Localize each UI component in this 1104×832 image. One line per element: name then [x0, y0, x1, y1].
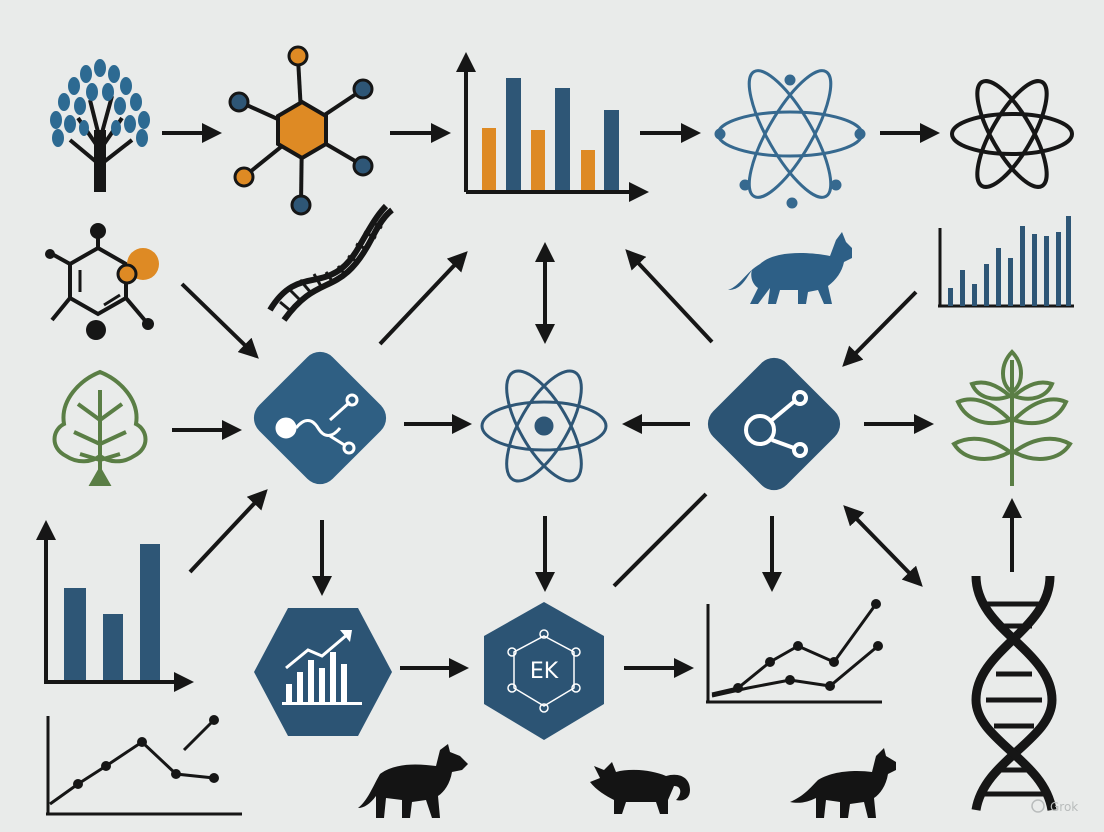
line-chart-icon	[706, 599, 883, 704]
sapling-icon	[951, 349, 1073, 486]
flow-arrow	[188, 489, 268, 574]
ek-hexagon-node: EK	[484, 602, 604, 740]
molecule-icon	[228, 45, 374, 216]
atom-icon	[714, 69, 866, 209]
line-chart-icon	[46, 715, 242, 816]
flow-arrow	[625, 249, 714, 344]
tree-icon	[52, 369, 148, 486]
flow-arrow	[378, 251, 468, 346]
animal-icon	[358, 744, 468, 818]
tree-icon	[50, 59, 150, 192]
network-node-icon	[707, 357, 841, 491]
bar-chart-icon	[36, 520, 194, 692]
flow-line	[612, 492, 708, 588]
growth-chart-icon	[254, 608, 392, 736]
bar-chart-icon	[938, 216, 1074, 308]
atom-icon	[480, 369, 608, 483]
watermark: Grok	[1031, 799, 1078, 814]
atom-icon	[950, 79, 1074, 189]
dna-icon	[267, 203, 394, 322]
bar-chart-icon	[456, 52, 649, 202]
flow-arrow	[843, 505, 923, 587]
animal-icon	[590, 762, 690, 814]
hexagon-label: EK	[530, 659, 559, 684]
animal-icon	[728, 232, 852, 304]
dna-icon	[971, 575, 1057, 811]
chemical-structure-icon	[45, 223, 159, 340]
network-node-icon	[253, 351, 387, 485]
flow-arrow	[180, 282, 259, 359]
watermark-text: Grok	[1050, 800, 1078, 814]
animal-icon	[790, 748, 896, 818]
flow-arrow	[842, 290, 918, 367]
